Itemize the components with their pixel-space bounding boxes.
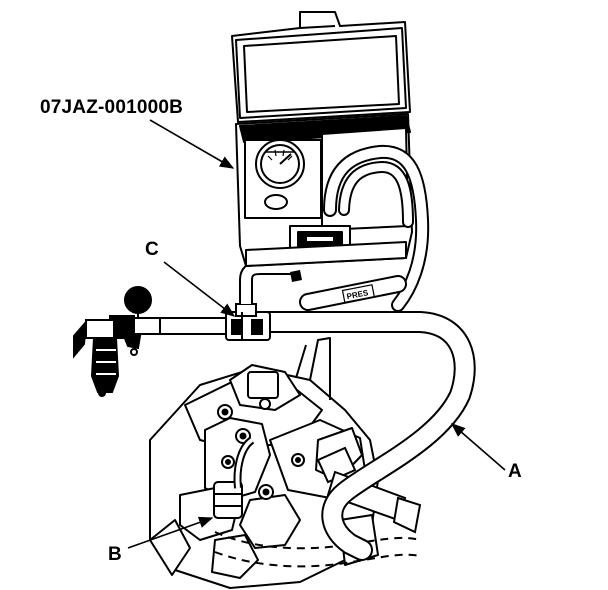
leader-lines	[127, 119, 506, 549]
tester-supply-hose	[239, 261, 298, 304]
tester-coiled-hoses	[323, 144, 430, 312]
leader-part-number	[149, 119, 235, 169]
callout-b-label: B	[108, 544, 122, 565]
leader-a	[450, 423, 506, 471]
tee-fitting	[225, 303, 271, 341]
callout-c-label: C	[145, 239, 159, 260]
shutoff-valve-assembly	[73, 286, 161, 397]
hose-a	[257, 311, 476, 561]
leader-b	[127, 516, 214, 549]
part-number-label: 07JAZ-001000B	[40, 97, 184, 118]
callout-a-label: A	[508, 461, 522, 482]
pres-tag-text: PRES	[346, 288, 370, 301]
leader-c	[163, 261, 236, 317]
outlet-fitting	[213, 481, 243, 519]
pres-hose: PRES	[290, 270, 407, 311]
pressure-tester-case	[231, 11, 413, 267]
